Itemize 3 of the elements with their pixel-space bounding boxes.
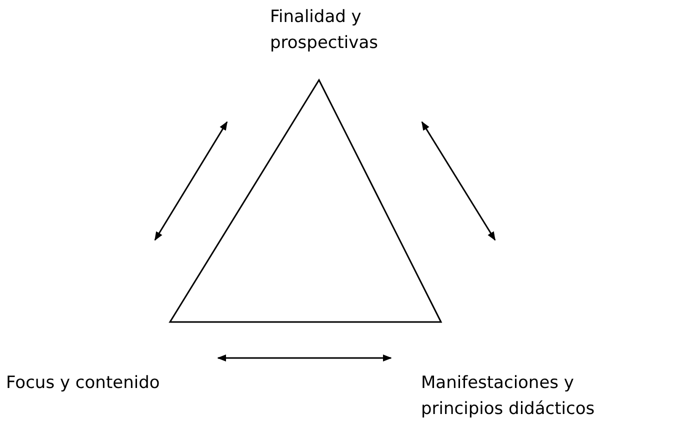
corner-label: Finalidad y prospectivas xyxy=(270,6,379,55)
corner-label: Manifestaciones y principios didácticos xyxy=(421,372,596,421)
corner-label: Focus y contenido xyxy=(6,372,161,395)
